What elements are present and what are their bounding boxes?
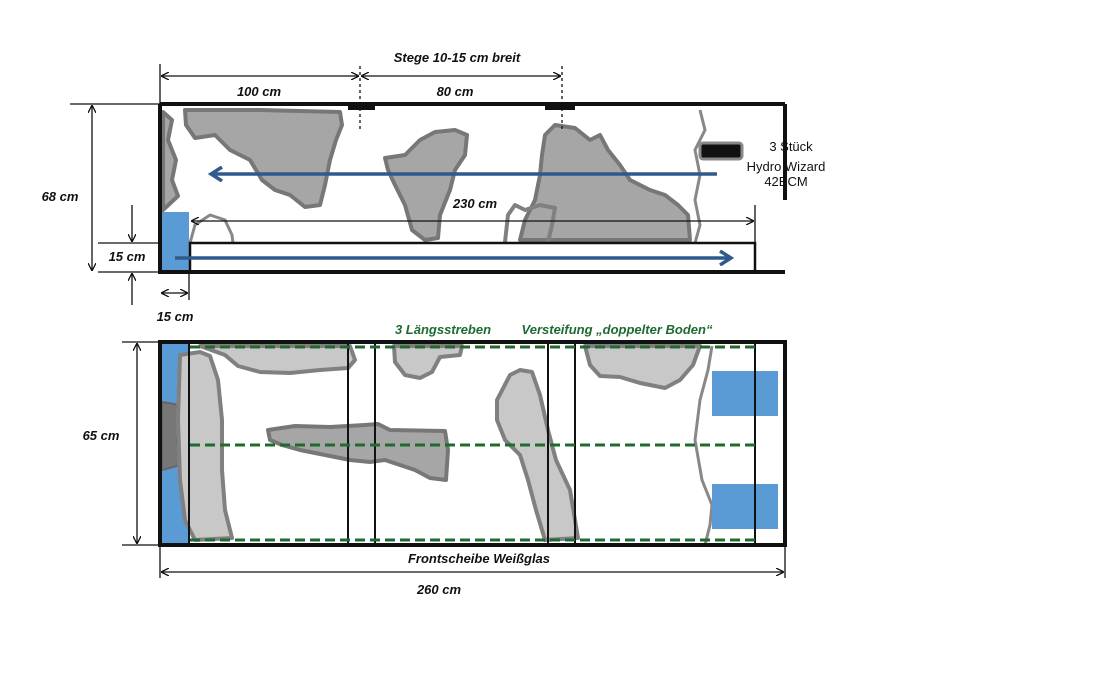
dim-label-65: 65 cm bbox=[83, 428, 120, 443]
dim-label-15-height: 15 cm bbox=[109, 249, 146, 264]
rock-top-right-edge bbox=[693, 109, 707, 244]
rock-bottom-top-3 bbox=[583, 344, 702, 390]
rock-bottom-mid bbox=[266, 422, 450, 482]
rock-bottom-center bbox=[495, 368, 580, 542]
bridge-2 bbox=[545, 104, 575, 110]
dim-label-230: 230 cm bbox=[452, 196, 498, 211]
tank-outline-bottom-view bbox=[158, 340, 787, 547]
dim-label-80: 80 cm bbox=[437, 84, 474, 99]
dim-label-15-width: 15 cm bbox=[157, 309, 194, 324]
pump-model-label: 42ECM bbox=[764, 174, 807, 189]
rock-bottom-top-1 bbox=[198, 344, 357, 375]
front-glass-label: Frontscheibe Weißglas bbox=[408, 551, 550, 566]
bottom-view: 3 Längsstreben Versteifung „doppelter Bo… bbox=[83, 322, 787, 597]
pump-icon bbox=[698, 141, 744, 161]
dim-label-100: 100 cm bbox=[237, 84, 282, 99]
dim-label-68: 68 cm bbox=[42, 189, 79, 204]
dim-label-260: 260 cm bbox=[416, 582, 462, 597]
overflow-chamber bbox=[161, 212, 189, 272]
rock-bottom-top-2 bbox=[392, 344, 464, 380]
rock-top-left-edge bbox=[161, 110, 180, 212]
bridges-label: Stege 10-15 cm breit bbox=[394, 50, 521, 65]
rock-bottom-right-edge bbox=[693, 345, 714, 546]
rock-top-small bbox=[188, 213, 235, 244]
bridge-1 bbox=[348, 104, 375, 110]
pump-block-1 bbox=[712, 371, 778, 416]
rock-top-2 bbox=[383, 128, 469, 242]
reinforcement-label: Versteifung „doppelter Boden“ bbox=[522, 322, 713, 337]
rock-top-3 bbox=[518, 123, 692, 242]
pump-block-2 bbox=[712, 484, 778, 529]
pump-count-label: 3 Stück bbox=[769, 139, 813, 154]
pump-name-label: Hydro Wizard bbox=[747, 159, 826, 174]
top-view: Stege 10-15 cm breit 100 cm 80 cm 68 cm … bbox=[42, 50, 826, 324]
struts-label: 3 Längsstreben bbox=[395, 322, 491, 337]
rock-top-1 bbox=[183, 108, 344, 209]
